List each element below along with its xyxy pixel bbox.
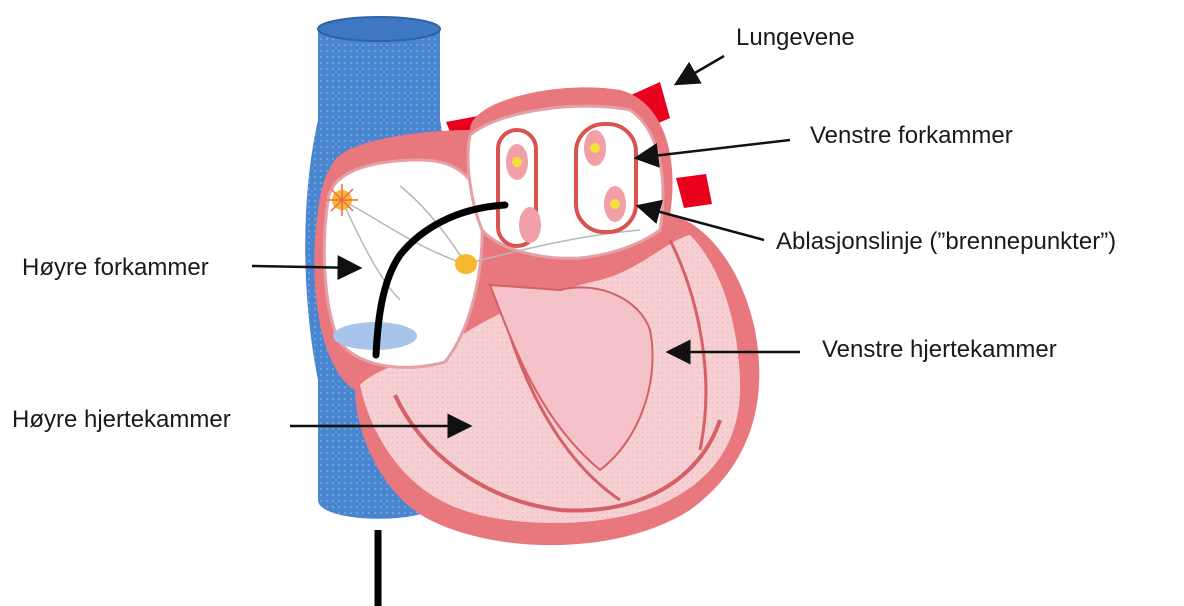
label-hoyre-forkammer: Høyre forkammer [22, 256, 209, 280]
label-ablasjonslinje: Ablasjonslinje (”brennepunkter”) [776, 230, 1116, 254]
label-hoyre-hjertekammer: Høyre hjertekammer [12, 408, 231, 432]
label-venstre-hjertekammer: Venstre hjertekammer [822, 338, 1057, 362]
arrow-lungevene [676, 56, 724, 84]
label-lungevene: Lungevene [736, 26, 855, 50]
label-venstre-forkammer: Venstre forkammer [810, 124, 1013, 148]
